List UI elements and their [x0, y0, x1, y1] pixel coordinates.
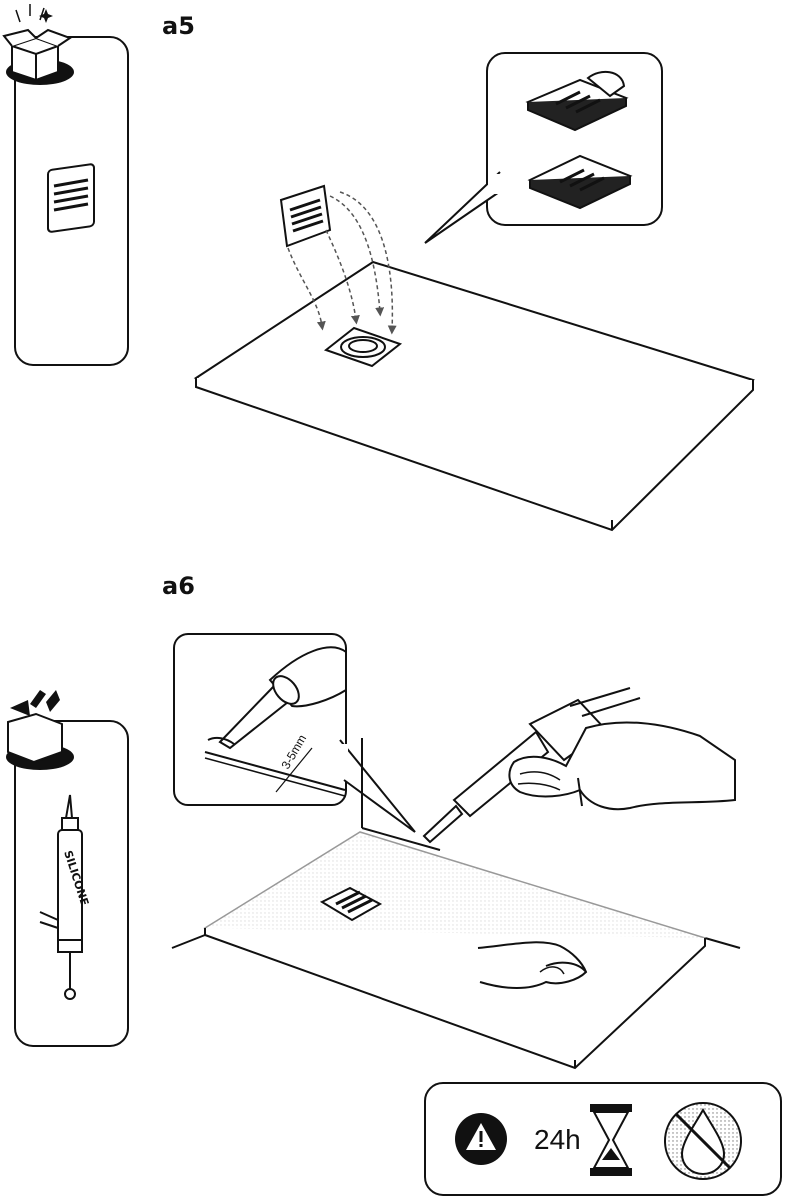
grate-being-placed: [281, 186, 330, 246]
shower-tray-a5: [196, 186, 753, 530]
parts-panel-a5: [4, 4, 128, 365]
warning-icon: [455, 1113, 507, 1165]
grate-detail-callout: [425, 53, 662, 243]
drain-grate-part: [48, 164, 94, 232]
curing-notice-panel: 24h: [425, 1083, 781, 1195]
silicone-gun-with-hand: [424, 688, 735, 842]
tools-panel-a6: SILICONE: [6, 690, 128, 1046]
cure-time-label: 24h: [534, 1124, 581, 1155]
no-water-icon: [665, 1103, 741, 1179]
gap-detail-callout: 3-5mm: [174, 634, 415, 832]
